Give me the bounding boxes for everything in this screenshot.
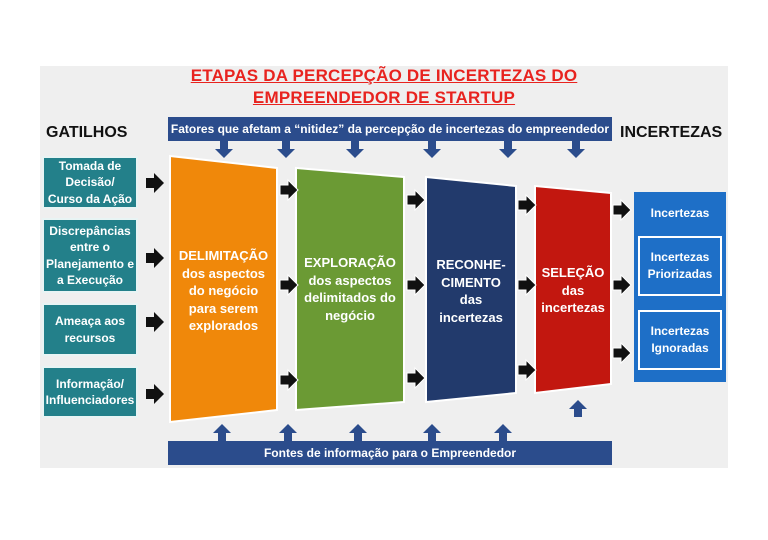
heading-incertezas: INCERTEZAS	[620, 124, 723, 141]
trigger-line: Curso da Ação	[47, 191, 133, 206]
source-arrow	[494, 424, 512, 441]
trigger-line: Ameaça aos	[54, 314, 126, 329]
stage-title: CIMENTO	[441, 274, 501, 290]
stage-text: das	[459, 292, 483, 308]
trigger-arrow	[146, 173, 164, 193]
output-arrow	[612, 274, 632, 296]
trigger-box: Discrepâncias entre o Planejamento e a E…	[42, 218, 138, 293]
trigger-line: Planejamento e	[45, 256, 135, 271]
factor-arrow	[499, 141, 517, 158]
flow-arrow	[517, 274, 537, 296]
output-line: Priorizadas	[647, 267, 713, 281]
stage-reconhecimento: RECONHE- CIMENTO das incertezas	[426, 256, 516, 326]
stage-text: incertezas	[541, 300, 605, 316]
stage-title: SELEÇÃO	[541, 265, 605, 280]
trigger-arrow	[146, 312, 164, 332]
factor-arrow	[423, 141, 441, 158]
factor-arrow	[215, 141, 233, 158]
stage-exploracao-shape	[295, 166, 405, 412]
trigger-line: Informação/	[55, 376, 124, 391]
trigger-box: Tomada de Decisão/ Curso da Ação	[42, 156, 138, 209]
source-arrow	[423, 424, 441, 441]
sources-bar: Fontes de informação para o Empreendedor	[168, 441, 612, 465]
heading-gatilhos: GATILHOS	[46, 124, 128, 141]
trigger-line: Discrepâncias	[49, 224, 131, 239]
trigger-box: Informação/ Influenciadores	[42, 366, 138, 418]
output-priorizadas: Incertezas Priorizadas	[638, 236, 722, 296]
flow-arrow	[517, 359, 537, 381]
source-arrow	[213, 424, 231, 441]
output-line: Incertezas	[650, 205, 710, 220]
trigger-line: Tomada de	[58, 159, 122, 174]
flow-arrow	[517, 194, 537, 216]
output-line: Ignoradas	[651, 341, 709, 355]
stage-title: RECONHE-	[436, 257, 506, 272]
stage-selecao: SELEÇÃO das incertezas	[535, 264, 611, 317]
source-arrow	[349, 424, 367, 441]
source-arrow	[279, 424, 297, 441]
trigger-box: Ameaça aos recursos	[42, 303, 138, 356]
flow-arrow	[406, 189, 426, 211]
stage-reconhecimento-shape	[425, 175, 517, 404]
factor-arrow	[346, 141, 364, 158]
flow-arrow	[406, 367, 426, 389]
output-arrow	[612, 199, 632, 221]
trigger-arrow	[146, 384, 164, 404]
trigger-line: recursos	[64, 330, 116, 345]
output-line: Incertezas	[650, 250, 710, 265]
flow-arrow	[406, 274, 426, 296]
factors-bar: Fatores que afetam a “nitidez” da percep…	[168, 117, 612, 141]
stage-text: delimitados do	[304, 290, 396, 306]
factor-arrow	[567, 141, 585, 158]
stage-text: do negócio	[188, 283, 259, 299]
stage-text: das	[561, 282, 585, 298]
stage-text: explorados	[188, 318, 259, 334]
stage-text: dos aspectos	[181, 265, 266, 281]
diagram-title-line1: ETAPAS DA PERCEPÇÃO DE INCERTEZAS DO	[190, 66, 578, 85]
trigger-line: a Execução	[56, 272, 124, 287]
output-line: Incertezas	[650, 324, 710, 339]
stage-title: DELIMITAÇÃO	[178, 248, 269, 263]
stage-exploracao: EXPLORAÇÃO dos aspectos delimitados do n…	[296, 254, 404, 324]
stage-text: dos aspectos	[308, 272, 392, 288]
stage-selecao-shape	[534, 184, 612, 395]
stage-text: para serem	[188, 300, 259, 316]
stage-delimitacao: DELIMITAÇÃO dos aspectos do negócio para…	[170, 247, 277, 335]
output-ignoradas: Incertezas Ignoradas	[638, 310, 722, 370]
output-incertezas: Incertezas	[638, 198, 722, 228]
trigger-arrow	[146, 248, 164, 268]
stage-text: incertezas	[439, 309, 503, 325]
factor-arrow	[277, 141, 295, 158]
diagram-title-line2: EMPREENDEDOR DE STARTUP	[252, 88, 516, 107]
stage-delimitacao-shape	[169, 154, 278, 424]
source-arrow	[569, 400, 587, 417]
stage-text: negócio	[325, 307, 375, 323]
trigger-line: Decisão/	[65, 175, 115, 190]
trigger-line: Influenciadores	[45, 393, 135, 407]
stage-title: EXPLORAÇÃO	[304, 255, 396, 270]
trigger-line: entre o	[69, 240, 110, 255]
output-arrow	[612, 342, 632, 364]
